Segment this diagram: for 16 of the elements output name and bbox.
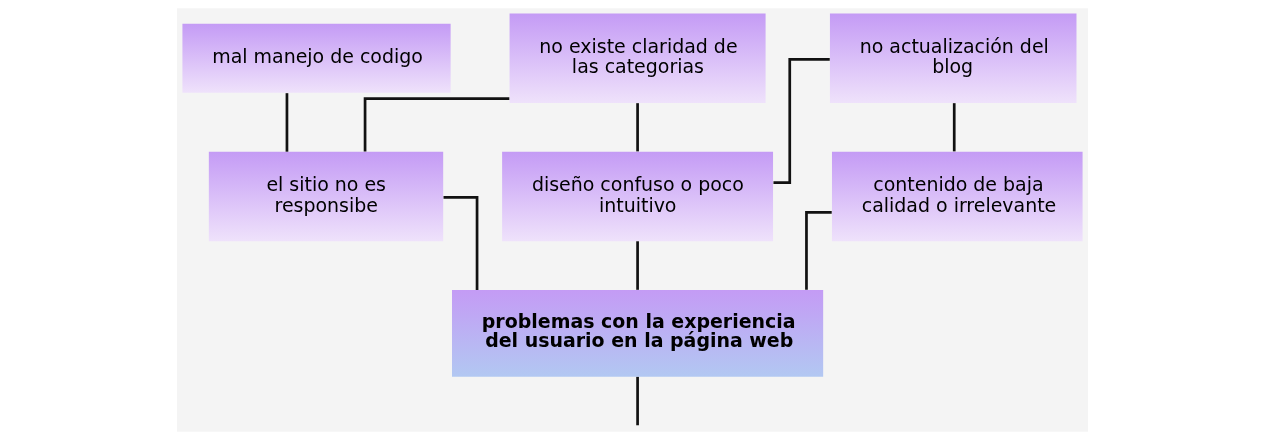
node-box: diseño confuso o poco intuitivo (501, 151, 773, 242)
node-box: problemas con la experiencia del usuario en la página web (451, 289, 823, 377)
connector (635, 241, 639, 290)
connector (635, 103, 639, 152)
connector (772, 57, 830, 184)
connector (952, 103, 956, 152)
connector (443, 196, 478, 290)
connector (804, 211, 832, 290)
node-box: no existe claridad de las categorias (509, 13, 766, 103)
connector (635, 376, 639, 426)
node-box: contenido de baja calidad o irrelevante (831, 151, 1083, 242)
connector (285, 93, 288, 152)
connector (363, 97, 509, 152)
node-box: el sitio no es responsibe (208, 151, 443, 242)
node-box: mal manejo de codigo (181, 23, 451, 93)
node-box: no actualización del blog (829, 13, 1076, 103)
